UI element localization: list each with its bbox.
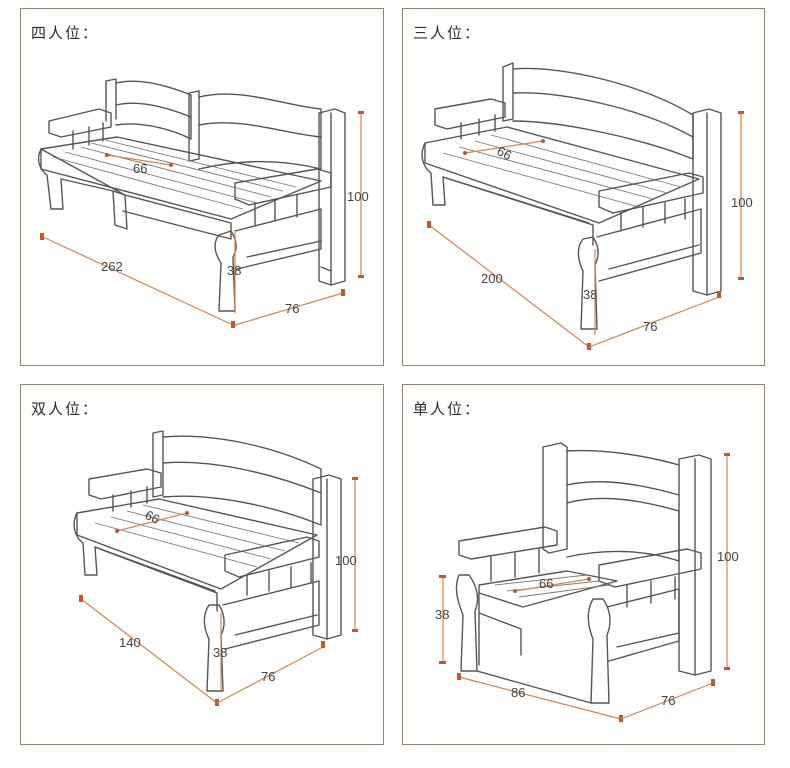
panel-title: 单人位： [413,400,482,418]
dim-height: 100 [335,553,357,568]
dim-seat-depth: 66 [133,161,147,176]
dim-depth: 76 [261,669,275,684]
two-seat-sofa-drawing: 66 140 38 76 100 [73,430,358,706]
sofa-panel-two-seat: 双人位： 66 140 38 76 100 [20,384,384,745]
dim-height: 100 [717,549,739,564]
dim-length: 140 [119,635,141,650]
dim-seat-height: 38 [583,287,597,302]
dim-height: 100 [347,189,369,204]
dim-seat-depth: 66 [142,507,162,527]
dim-depth: 76 [661,693,675,708]
dim-depth: 76 [643,319,657,334]
dim-length: 200 [481,271,503,286]
four-seat-sofa-drawing: 66 262 38 76 100 [37,78,369,328]
sofa-panel-single-seat: 单人位： 66 38 86 76 100 [402,384,765,745]
three-seat-sofa-drawing: 66 200 38 76 100 [421,62,753,350]
dim-seat-depth: 66 [494,143,514,163]
sofa-panel-four-seat: 四人位： 66 262 38 [20,8,384,366]
panel-title: 双人位： [31,400,100,418]
dim-seat-height: 38 [227,263,241,278]
dim-length: 86 [511,685,525,700]
dim-seat-height: 38 [435,607,449,622]
dim-height: 100 [731,195,753,210]
dim-seat-depth: 66 [539,576,553,591]
dim-length: 262 [101,259,123,274]
panel-title: 四人位： [31,24,100,42]
dim-depth: 76 [285,301,299,316]
panel-title: 三人位： [413,24,482,42]
sofa-panel-three-seat: 三人位： 66 200 38 76 100 [402,8,765,366]
dim-seat-height: 38 [213,645,227,660]
single-seat-sofa-drawing: 66 38 86 76 100 [435,442,739,722]
